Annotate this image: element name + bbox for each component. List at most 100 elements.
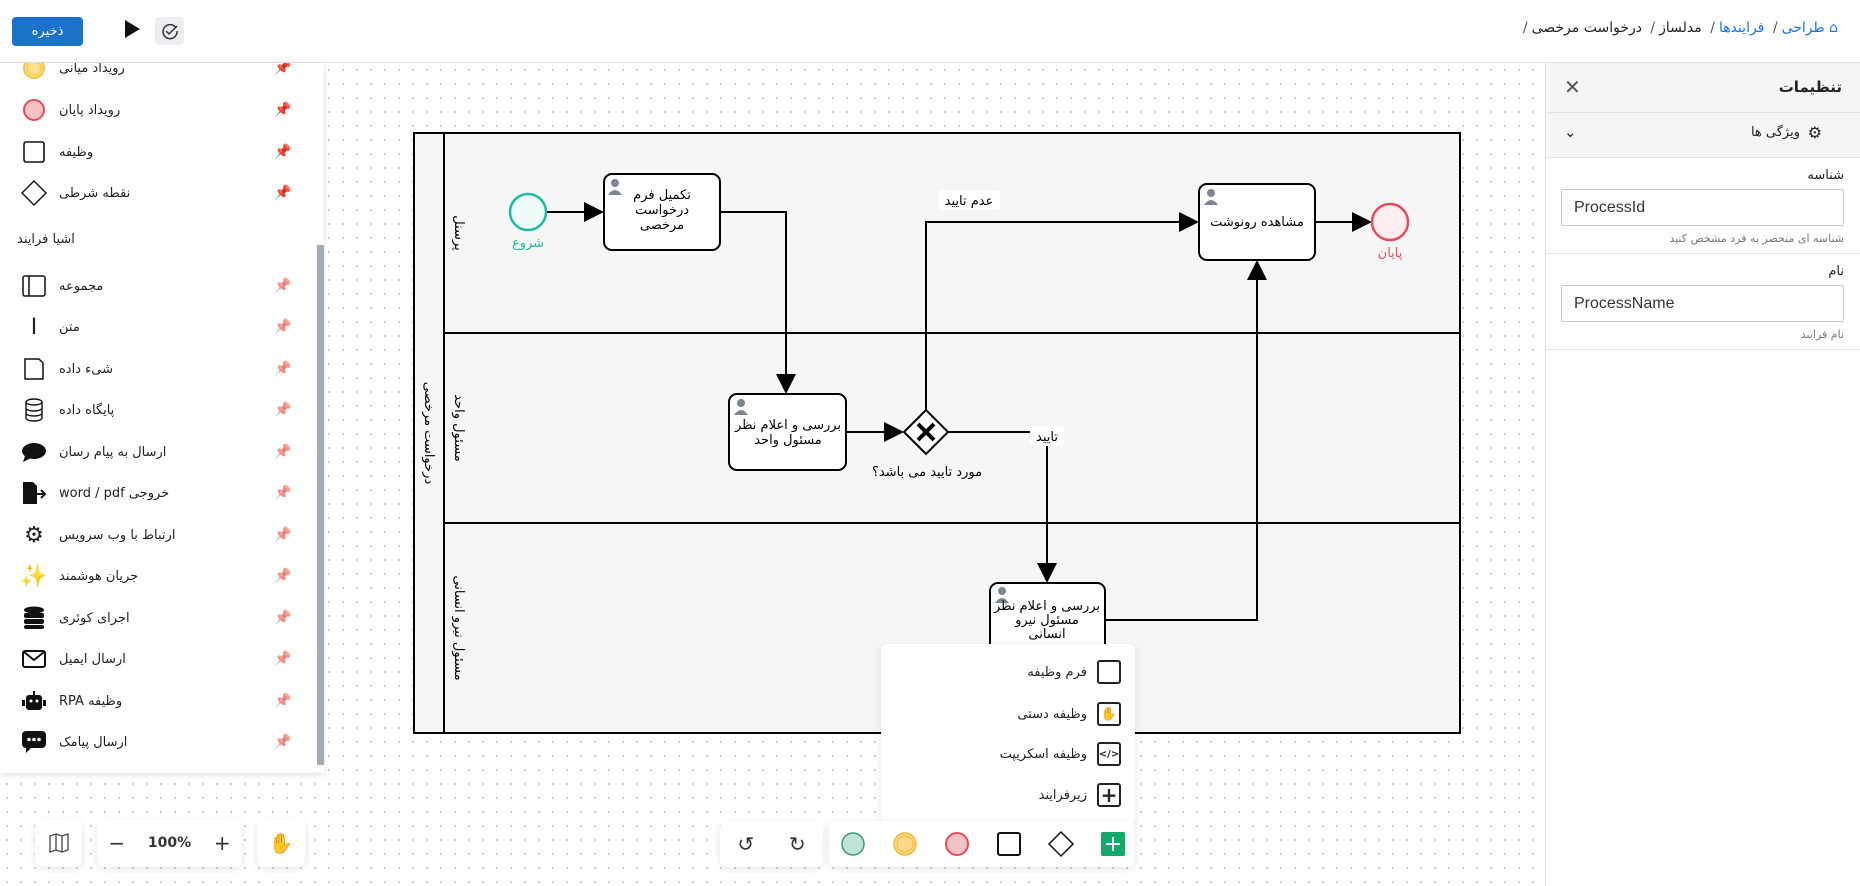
gateway-label: مورد تایید می باشد؟ xyxy=(872,465,982,480)
validate-button[interactable] xyxy=(155,17,184,45)
gateway-icon xyxy=(20,179,48,207)
gear-icon: ⚙ xyxy=(24,522,44,548)
intermediate-event-tool[interactable] xyxy=(893,832,917,856)
menu-item-subprocess[interactable]: +زیرفرایند xyxy=(1039,780,1121,810)
script-task-icon: </> xyxy=(1097,742,1121,766)
palette-item[interactable]: وظیفه RPA 📌 xyxy=(0,683,310,719)
pin-icon[interactable]: 📌 xyxy=(274,693,292,709)
gateway-tool[interactable] xyxy=(1047,830,1075,858)
home-icon[interactable]: ⌂ xyxy=(1829,20,1838,36)
pin-icon[interactable]: 📌 xyxy=(274,527,292,543)
menu-item-manual-task[interactable]: ✋وظیفه دستی xyxy=(1017,699,1121,729)
breadcrumb-processes[interactable]: فرایندها xyxy=(1718,20,1765,36)
zoom-level: 100% xyxy=(147,835,192,851)
start-label: شروع xyxy=(512,236,544,251)
pin-icon[interactable]: 📌 xyxy=(274,485,292,501)
start-event-tool[interactable] xyxy=(841,832,865,856)
breadcrumb: ⌂ طراحی/ فرایندها/ مدلساز/ درخواست مرخصی… xyxy=(1522,20,1838,36)
gear-icon: ⚙ xyxy=(1807,123,1822,142)
end-event-tool[interactable] xyxy=(945,832,969,856)
palette-item[interactable]: رویداد میانی📌 xyxy=(0,63,310,86)
database-icon xyxy=(20,396,48,424)
pin-icon[interactable]: 📌 xyxy=(274,102,292,118)
start-event[interactable]: شروع xyxy=(508,192,548,251)
palette-item[interactable]: اجرای کوئری📌 xyxy=(0,600,310,636)
end-event[interactable]: پایان xyxy=(1370,202,1410,261)
palette-item-label: ارسال به پیام رسان xyxy=(59,444,167,460)
pin-icon[interactable]: 📌 xyxy=(274,651,292,667)
user-icon xyxy=(1204,189,1218,205)
pin-icon[interactable]: 📌 xyxy=(274,144,292,160)
palette-item-label: رویداد پایان xyxy=(59,102,121,118)
palette-item[interactable]: شیء داده 📌 xyxy=(0,351,310,387)
zoom-out-button[interactable]: − xyxy=(108,831,126,855)
pin-icon[interactable]: 📌 xyxy=(274,278,292,294)
process-id-input[interactable]: ProcessId xyxy=(1561,189,1844,226)
reject-flow-label: عدم تایید xyxy=(945,194,994,209)
task-tool[interactable] xyxy=(997,832,1021,856)
palette-item[interactable]: پایگاه داده📌 xyxy=(0,392,310,428)
menu-item-script-task[interactable]: </>وظیفه اسکریپت xyxy=(1000,739,1121,769)
zoom-in-button[interactable]: + xyxy=(213,831,231,855)
undo-button[interactable]: ↺ xyxy=(737,832,755,856)
pin-icon[interactable]: 📌 xyxy=(274,734,292,750)
palette-item[interactable]: ارسال به پیام رسان 📌 xyxy=(0,434,310,470)
section-title: اشیا فرایند xyxy=(17,232,75,247)
pin-icon[interactable]: 📌 xyxy=(274,402,292,418)
run-icon[interactable] xyxy=(125,20,140,38)
accordion-label: ویژگی ها xyxy=(1750,125,1800,140)
palette-item[interactable]: ✨جریان هوشمند📌 xyxy=(0,558,310,594)
lane-label: پرسنل xyxy=(451,215,466,251)
palette-item[interactable]: نقطه شرطی📌 xyxy=(0,175,310,211)
palette-item[interactable]: مجموعه📌 xyxy=(0,268,310,304)
minimap-button[interactable] xyxy=(35,819,82,867)
breadcrumb-design[interactable]: طراحی xyxy=(1781,20,1825,36)
id-hint: شناسه ای منحصر به فرد مشخص کنید xyxy=(1669,232,1844,245)
pan-tool-button[interactable]: ✋ xyxy=(257,819,305,867)
palette-item[interactable]: ارسال ایمیل📌 xyxy=(0,641,310,677)
save-button[interactable]: ذخیره xyxy=(12,17,83,46)
pin-icon[interactable]: 📌 xyxy=(274,63,292,76)
pin-icon[interactable]: 📌 xyxy=(274,610,292,626)
palette-item-label: وظیفه xyxy=(59,144,94,160)
redo-button[interactable]: ↻ xyxy=(788,832,806,856)
close-icon[interactable]: ✕ xyxy=(1564,75,1581,99)
menu-item-form-task[interactable]: فرم وظیفه xyxy=(1027,657,1121,687)
lane-label: مسئول نیرو انسانی xyxy=(451,575,466,680)
task-type-menu: فرم وظیفه ✋وظیفه دستی </>وظیفه اسکریپت +… xyxy=(881,644,1135,824)
pin-icon[interactable]: 📌 xyxy=(274,185,292,201)
pin-icon[interactable]: 📌 xyxy=(274,319,292,335)
exclusive-gateway[interactable]: مورد تایید می باشد؟ xyxy=(872,408,982,480)
palette-item[interactable]: ارسال پیامک📌 xyxy=(0,724,310,760)
process-name-input[interactable]: ProcessName xyxy=(1561,285,1844,322)
pin-icon[interactable]: 📌 xyxy=(274,568,292,584)
task-icon xyxy=(20,138,48,166)
palette-item-label: خروجی word / pdf xyxy=(59,485,170,501)
envelope-icon xyxy=(20,645,48,673)
end-event-icon xyxy=(20,96,48,124)
approve-flow-label: تایید xyxy=(1036,430,1058,445)
pin-icon[interactable]: 📌 xyxy=(274,361,292,377)
palette-item[interactable]: وظیفه 📌 xyxy=(0,134,310,170)
scrollbar[interactable] xyxy=(317,245,324,765)
palette-item[interactable]: ⚙ارتباط با وب سرویس📌 xyxy=(0,517,310,553)
element-palette: اشیا فرایند رویداد میانی📌رویداد پایان📌وظ… xyxy=(0,63,324,773)
palette-item-label: وظیفه RPA xyxy=(59,693,123,709)
pin-icon[interactable]: 📌 xyxy=(274,444,292,460)
palette-item[interactable]: خروجی word / pdf 📌 xyxy=(0,475,310,511)
palette-item-label: جریان هوشمند xyxy=(59,568,139,584)
properties-accordion[interactable]: ویژگی ها⚙⌄ xyxy=(1546,113,1860,158)
palette-item[interactable]: رویداد پایان 📌 xyxy=(0,92,310,128)
palette-item-label: شیء داده xyxy=(59,361,113,377)
task-view-copy[interactable]: مشاهده رونوشت xyxy=(1198,183,1316,261)
group-icon xyxy=(20,272,48,300)
user-icon xyxy=(734,399,748,415)
manual-task-icon: ✋ xyxy=(1097,702,1121,726)
settings-title: تنظیمات xyxy=(1778,78,1842,96)
add-element-button[interactable] xyxy=(1101,832,1125,856)
